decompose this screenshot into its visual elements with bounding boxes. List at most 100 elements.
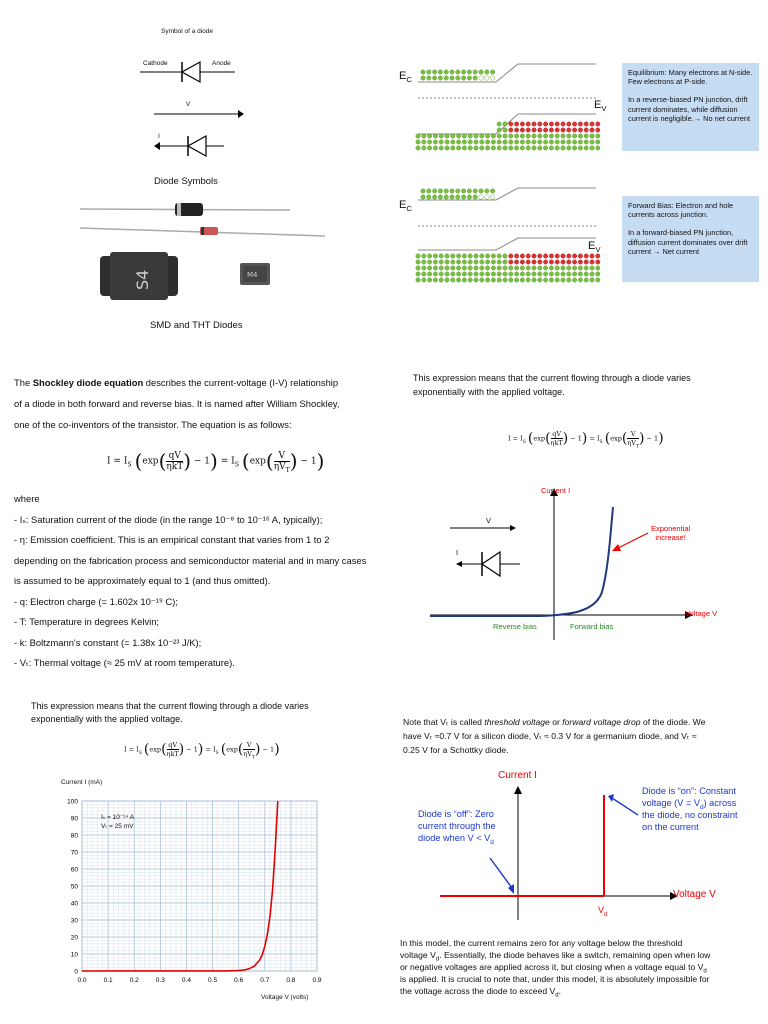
electron-dot	[456, 195, 460, 199]
hole-dot	[538, 254, 542, 258]
electron-dot	[491, 260, 495, 264]
electron-dot	[503, 134, 507, 138]
hole-dot	[572, 128, 576, 132]
electron-dot	[509, 272, 513, 276]
smd-diode-large: S4	[100, 250, 180, 300]
electron-dot	[433, 146, 437, 150]
electron-dot	[549, 278, 553, 282]
y-tick-label: 70	[71, 850, 79, 857]
electron-dot	[549, 140, 553, 144]
electron-dot	[439, 146, 443, 150]
electron-dot	[479, 189, 483, 193]
electron-dot	[456, 254, 460, 258]
note-equilibrium: Equilibrium: Many electrons at N-side. F…	[622, 63, 759, 151]
hole-dot	[555, 128, 559, 132]
electron-dot	[433, 254, 437, 258]
hole-dot	[526, 254, 530, 258]
electron-dot	[433, 278, 437, 282]
electron-dot	[421, 70, 425, 74]
electron-dot	[432, 76, 436, 80]
electron-dot	[416, 278, 420, 282]
electron-dot	[543, 146, 547, 150]
electron-dot	[445, 140, 449, 144]
electron-dot	[474, 146, 478, 150]
electron-dot	[538, 146, 542, 150]
electron-dot	[514, 140, 518, 144]
electron-dot	[532, 272, 536, 276]
electron-dot	[578, 134, 582, 138]
electron-dot	[520, 140, 524, 144]
electron-dot	[538, 272, 542, 276]
electron-dot	[561, 134, 565, 138]
electron-dot	[416, 134, 420, 138]
electron-dot	[422, 278, 426, 282]
hole-dot	[596, 260, 600, 264]
electron-dot	[422, 146, 426, 150]
electron-dot	[462, 134, 466, 138]
y-tick-label: 30	[71, 918, 79, 925]
electron-dot	[503, 260, 507, 264]
electron-dot	[462, 278, 466, 282]
electron-dot	[416, 272, 420, 276]
electron-dot	[578, 266, 582, 270]
band-diagram-forward	[396, 186, 616, 286]
def-is: - Iₛ: Saturation current of the diode (i…	[14, 514, 322, 526]
hole-dot	[561, 122, 565, 126]
electron-dot	[468, 260, 472, 264]
electron-dot	[451, 146, 455, 150]
x-tick-label: 0.6	[234, 977, 243, 984]
electron-dot	[445, 134, 449, 138]
electron-dot	[532, 140, 536, 144]
reverse-bias-label: Reverse bias	[493, 622, 537, 631]
hole-dot	[567, 260, 571, 264]
x-tick-label: 0.2	[130, 977, 139, 984]
electron-dot	[462, 254, 466, 258]
electron-dot	[421, 195, 425, 199]
hole-dot	[590, 128, 594, 132]
electron-dot	[416, 140, 420, 144]
electron-dot	[503, 140, 507, 144]
electron-dot	[509, 140, 513, 144]
hole-dot	[538, 122, 542, 126]
electron-dot	[503, 146, 507, 150]
electron-dot	[451, 140, 455, 144]
electron-dot	[480, 146, 484, 150]
electron-dot	[485, 272, 489, 276]
electron-dot	[526, 266, 530, 270]
electron-dot	[467, 195, 471, 199]
electron-dot	[439, 266, 443, 270]
hole-dot	[549, 254, 553, 258]
electron-dot	[467, 76, 471, 80]
hole-dot	[572, 260, 576, 264]
electron-dot	[445, 266, 449, 270]
electron-dot	[433, 272, 437, 276]
electron-dot	[578, 140, 582, 144]
electron-dot	[444, 70, 448, 74]
electron-dot	[468, 146, 472, 150]
electron-dot	[468, 140, 472, 144]
electron-dot	[485, 146, 489, 150]
electron-dot	[578, 272, 582, 276]
electron-dot	[543, 266, 547, 270]
hole-dot	[567, 122, 571, 126]
electron-dot	[596, 278, 600, 282]
def-q: - q: Electron charge (= 1.602x 10⁻¹⁹ C);	[14, 596, 178, 608]
electron-dot	[578, 146, 582, 150]
electron-dot	[445, 146, 449, 150]
where-label: where	[14, 493, 40, 504]
electron-dot	[514, 146, 518, 150]
electron-dot	[572, 134, 576, 138]
hole-dot	[543, 254, 547, 258]
diode-symbols-caption: Diode Symbols	[154, 176, 218, 187]
electron-dot	[526, 272, 530, 276]
electron-dot	[456, 146, 460, 150]
electron-dot	[590, 278, 594, 282]
electron-dot	[421, 76, 425, 80]
electron-dot	[461, 195, 465, 199]
hole-dot	[514, 128, 518, 132]
electron-dot	[444, 189, 448, 193]
electron-dot	[567, 146, 571, 150]
hole-dot	[509, 254, 513, 258]
electron-dot	[485, 76, 489, 80]
electron-dot	[567, 140, 571, 144]
